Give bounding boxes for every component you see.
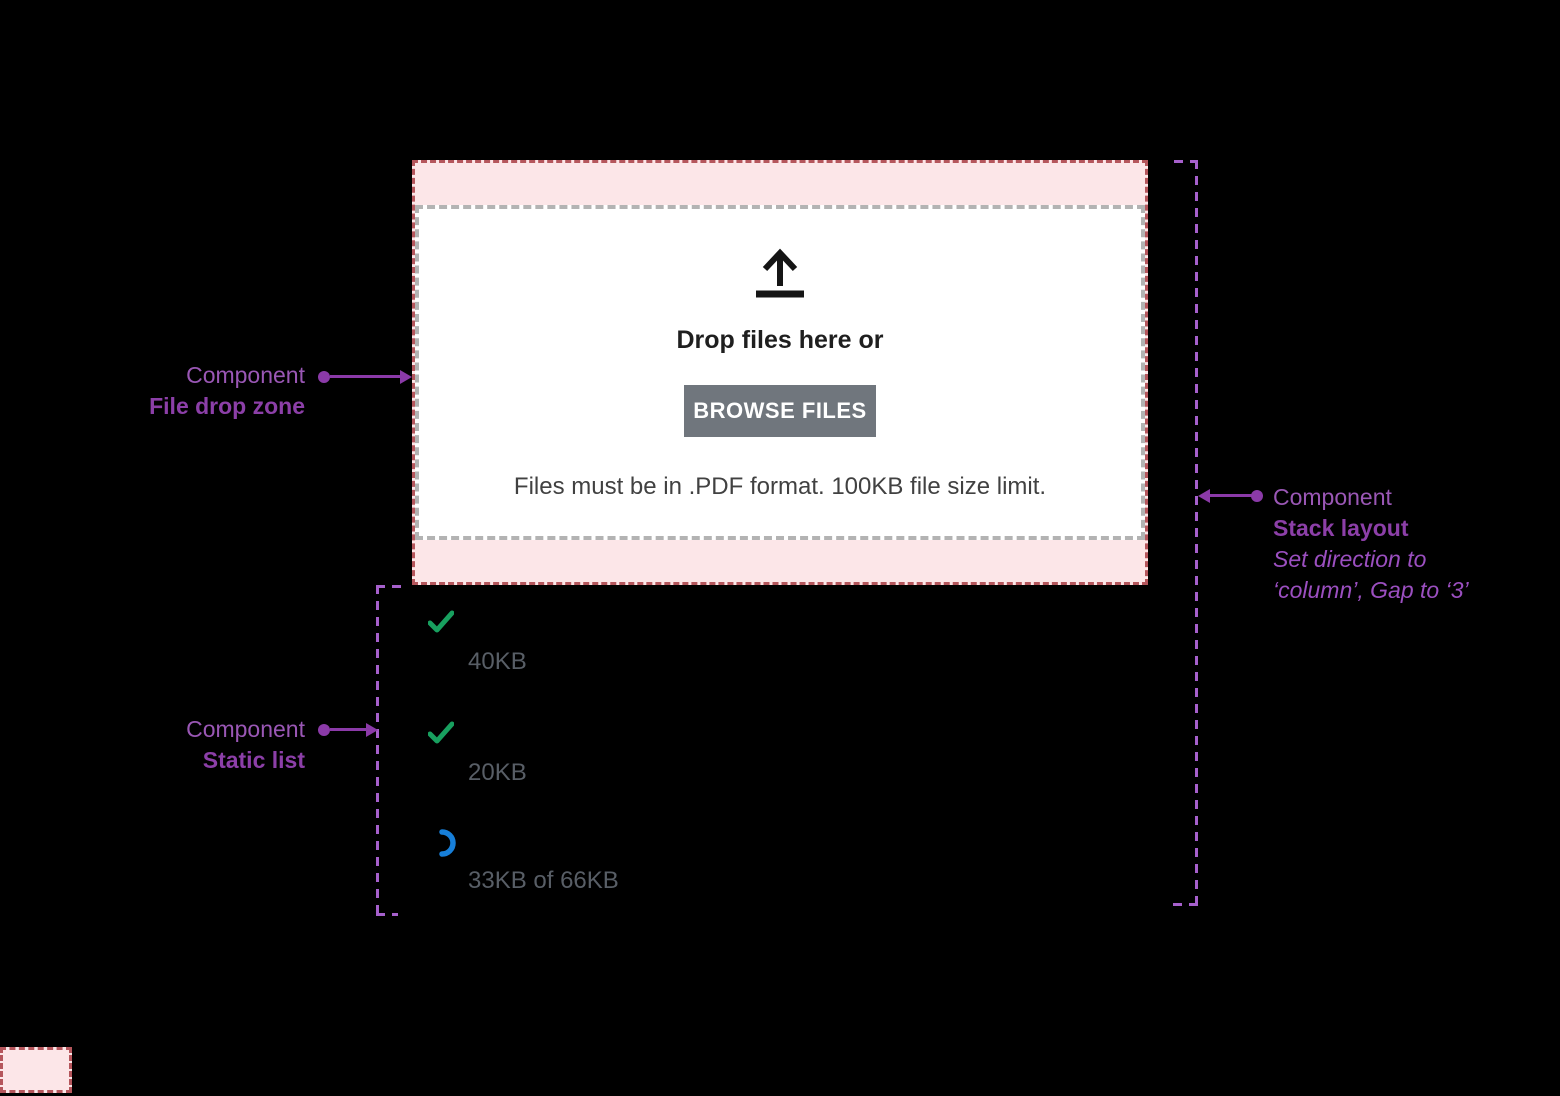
upload-arrow-icon [756, 248, 804, 298]
stack-outline-right-edge [1195, 160, 1198, 906]
file-size-label: 20KB [468, 759, 527, 786]
stack-outline-bottom-right-tick [1173, 903, 1198, 906]
annotation-title: File drop zone [149, 393, 305, 419]
stack-outline-top-left-tick [376, 585, 404, 588]
callout-arrowhead-icon [1198, 489, 1210, 503]
annotation-file-drop-zone: Component File drop zone [60, 360, 305, 422]
annotation-eyebrow: Component [186, 716, 305, 742]
callout-dot [318, 724, 330, 736]
check-icon [428, 721, 454, 744]
annotation-title: Static list [202, 747, 305, 773]
annotation-title: Stack layout [1273, 515, 1409, 541]
annotation-static-list: Component Static list [60, 714, 305, 776]
callout-line [330, 375, 401, 378]
list-item: 33KB of 66KB [428, 829, 648, 899]
callout-arrowhead-icon [366, 723, 378, 737]
file-size-label: 40KB [468, 648, 527, 675]
dropzone-heading: Drop files here or [676, 326, 884, 354]
check-icon [428, 610, 454, 633]
callout-line [330, 728, 367, 731]
pink-swatch [0, 1047, 72, 1093]
callout-dot [1251, 490, 1263, 502]
annotation-eyebrow: Component [186, 362, 305, 388]
annotation-note-line-1: Set direction to [1273, 546, 1427, 572]
file-drop-zone[interactable]: Drop files here or BROWSE FILES Files mu… [415, 205, 1145, 540]
browse-files-button[interactable]: BROWSE FILES [684, 385, 876, 437]
spinner-icon [439, 829, 456, 857]
dropzone-caption: Files must be in .PDF format. 100KB file… [513, 473, 1047, 500]
annotation-note-line-2: ‘column’, Gap to ‘3’ [1273, 577, 1469, 603]
callout-arrowhead-icon [400, 370, 412, 384]
file-drop-zone-outer: Drop files here or BROWSE FILES Files mu… [412, 160, 1148, 585]
list-item: 20KB [428, 721, 648, 791]
callout-line [1209, 494, 1252, 497]
stack-outline-left-edge [376, 585, 379, 916]
file-size-label: 33KB of 66KB [468, 867, 619, 894]
annotation-stack-layout: Component Stack layout Set direction to … [1273, 482, 1553, 606]
stack-outline-top-right-tick [1174, 160, 1198, 163]
list-item: 40KB [428, 610, 648, 680]
annotation-eyebrow: Component [1273, 484, 1392, 510]
stack-outline-bottom-left-tick [376, 913, 398, 916]
callout-dot [318, 371, 330, 383]
